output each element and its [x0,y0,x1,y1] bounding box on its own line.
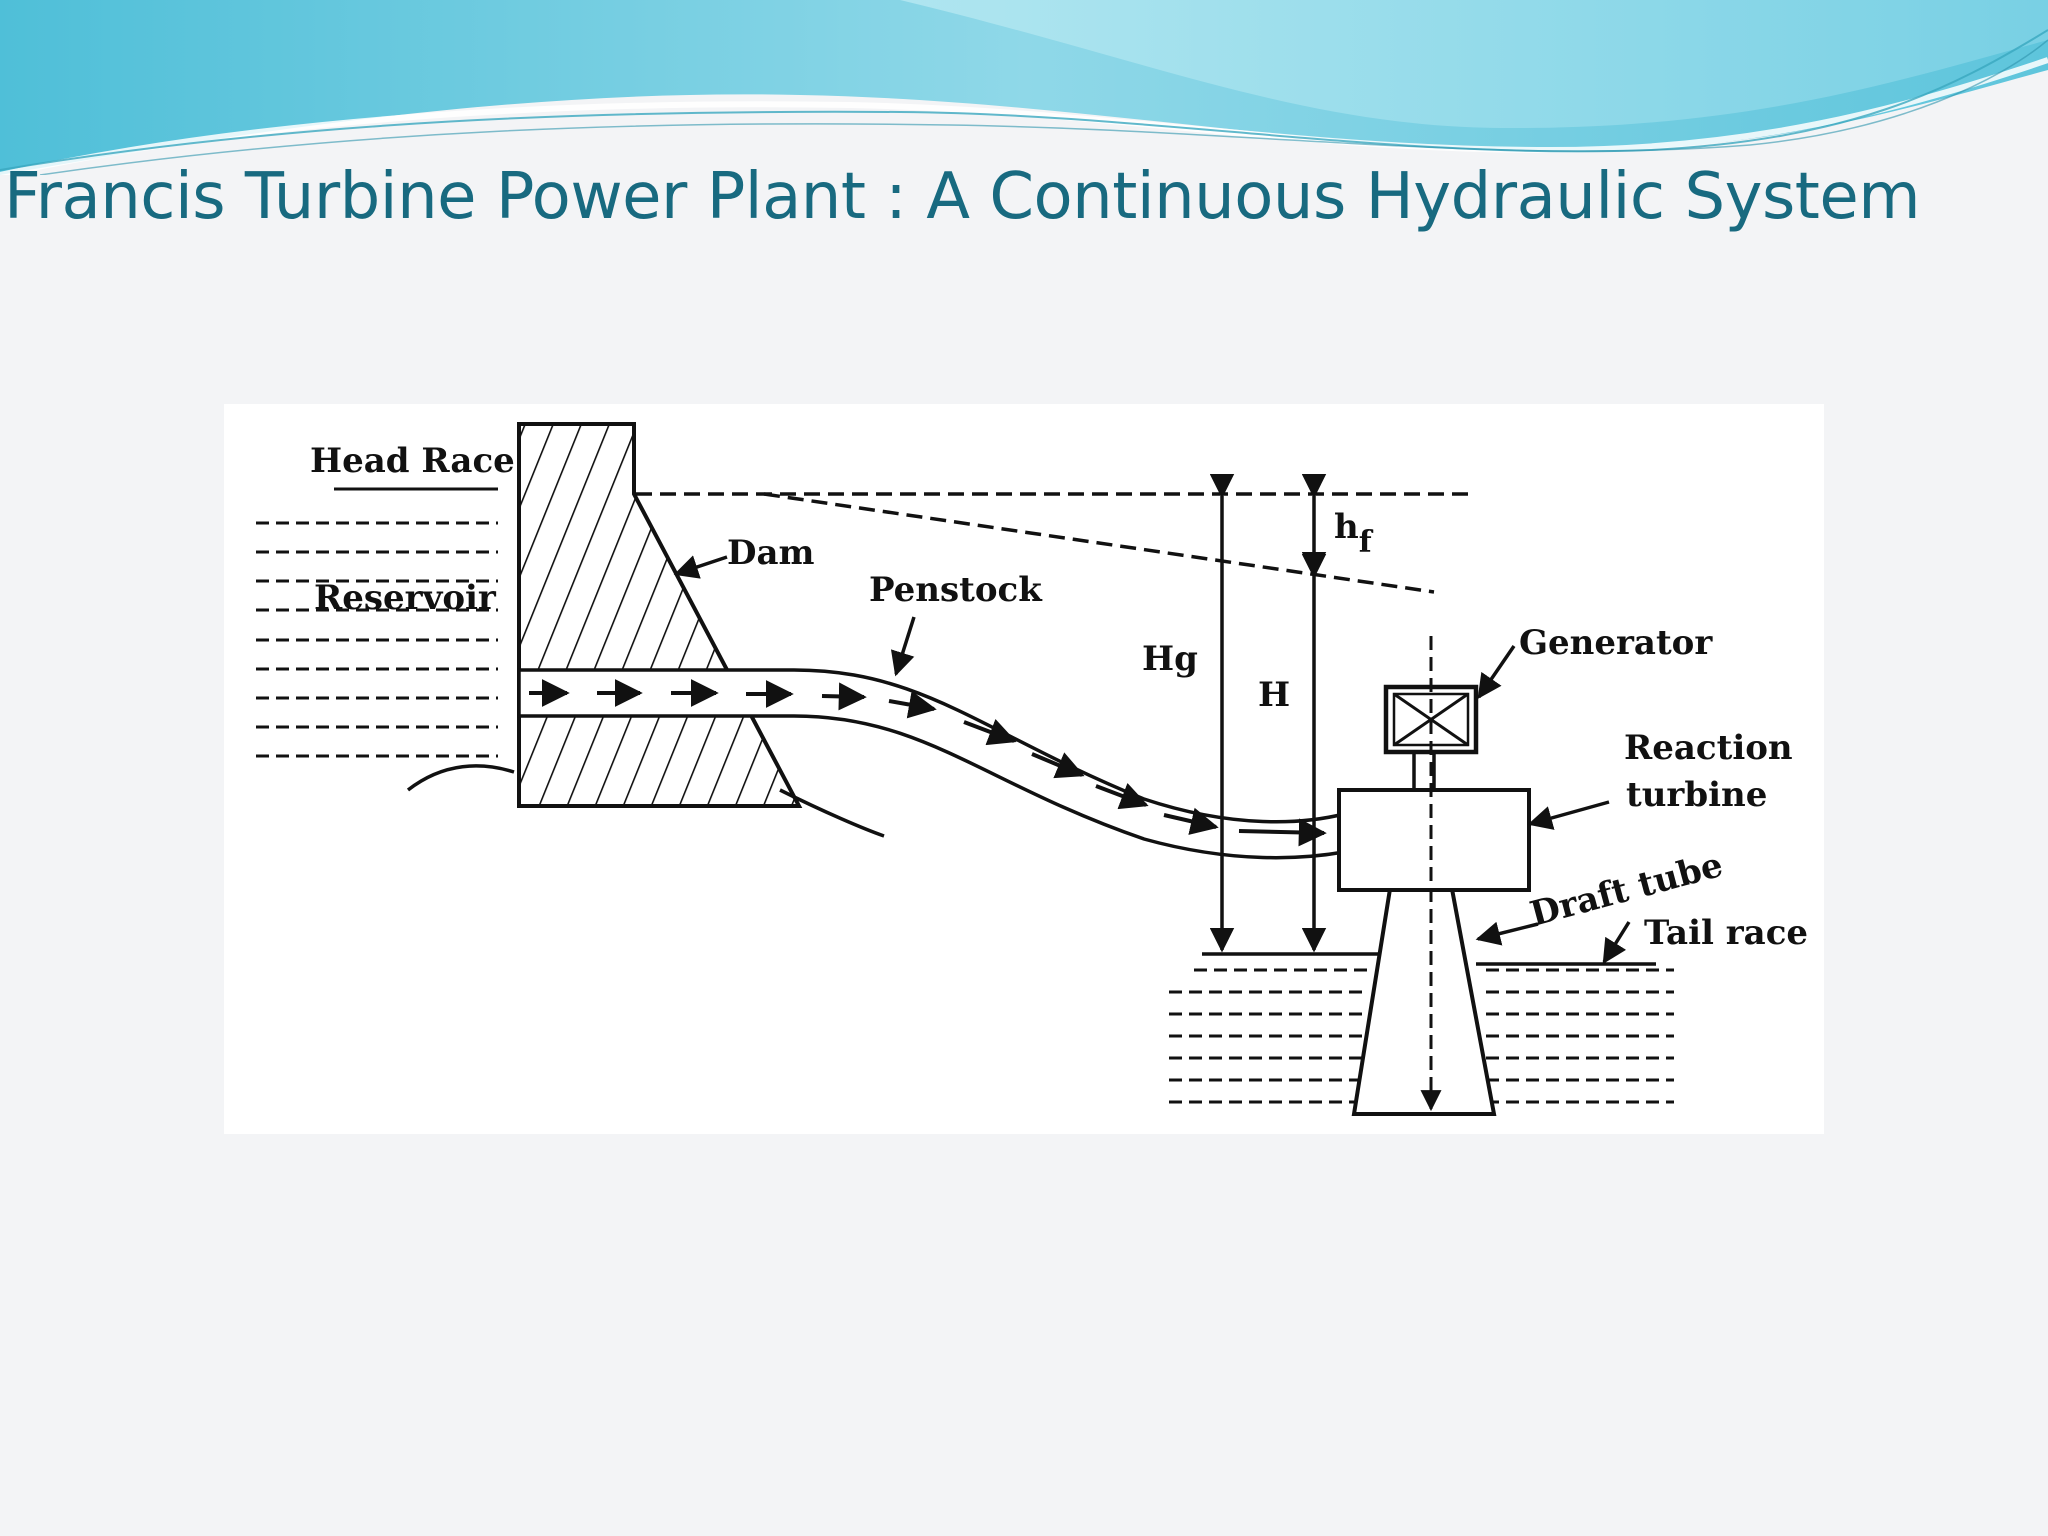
label-generator: Generator [1519,623,1713,663]
label-turbine: turbine [1626,775,1767,815]
hydro-plant-diagram: Head Race Dam Reservoir Penstock Hg H hf… [224,404,1824,1134]
label-dam: Dam [727,533,815,573]
label-hf-sub: f [1359,525,1374,560]
draft-tube [1351,887,1497,1116]
label-reservoir: Reservoir [314,578,497,618]
wave-line-2 [39,39,2048,175]
reservoir-water [256,521,498,758]
ground-left [406,764,515,792]
label-hf-base: h [1334,507,1359,547]
tail-race-water [1169,968,1674,1104]
label-hf: hf [1334,507,1374,560]
wave-line [0,29,2048,171]
label-penstock: Penstock [869,570,1043,610]
label-hg: Hg [1142,639,1198,679]
callout-arrows [673,555,1631,965]
dam-body [517,422,803,808]
label-h: H [1258,675,1290,715]
reaction-turbine-casing [1337,788,1531,892]
shaft [1412,752,1436,790]
label-head-race: Head Race [310,441,515,481]
label-tail-race: Tail race [1644,913,1808,953]
diagram-canvas: Head Race Dam Reservoir Penstock Hg H hf… [256,422,1808,1116]
label-reaction: Reaction [1624,728,1793,768]
wave-light [900,0,2048,129]
header-wave-banner [0,0,2048,175]
slide-title: Francis Turbine Power Plant : A Continuo… [4,160,1921,234]
